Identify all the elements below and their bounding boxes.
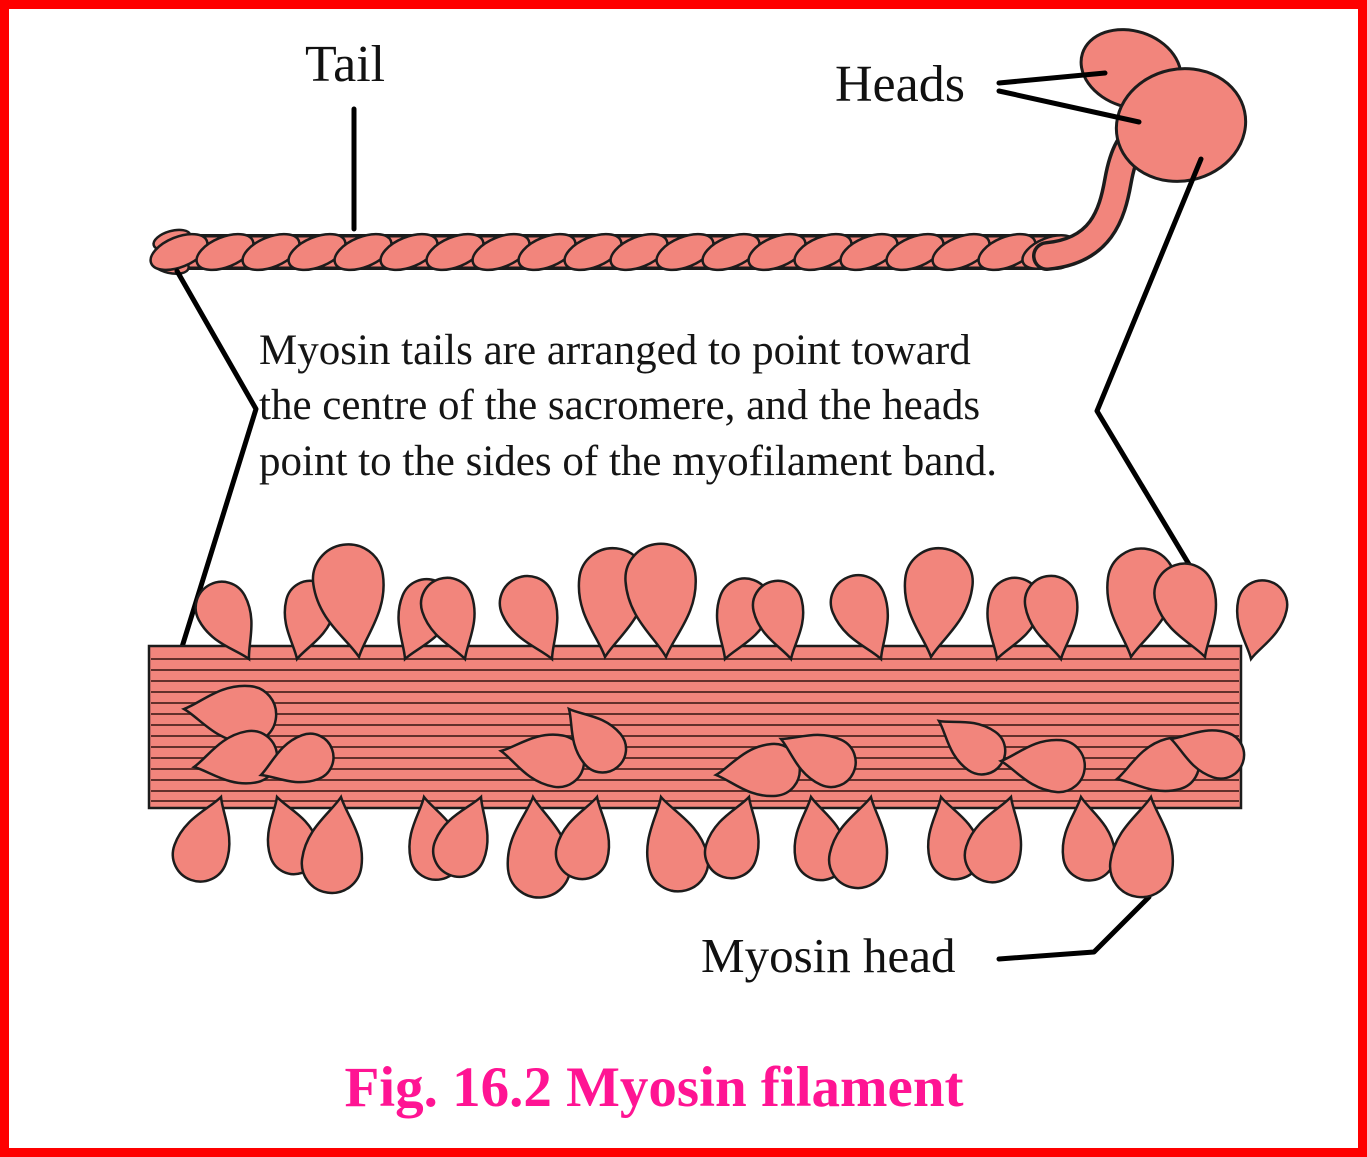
right-zigzag-pointer [1094,156,1214,604]
heads-pointer-line-2 [996,88,1142,125]
heads-label: Heads [835,56,965,113]
thick-filament-illustration [147,538,1293,903]
myosin-diagram [147,28,1293,962]
left-zigzag-pointer [174,268,259,650]
myosin-head-label: Myosin head [701,928,956,983]
myosin-head-pointer-line [996,894,1152,962]
heads-pointer-line-1 [996,70,1108,86]
figure-caption: Fig. 16.2 Myosin filament [344,1056,964,1119]
description-text: Myosin tails are arranged to point towar… [259,327,998,485]
myosin-heads-illustration [1079,28,1248,183]
tail-label: Tail [305,36,386,93]
myosin-tail-illustration [149,111,1164,276]
